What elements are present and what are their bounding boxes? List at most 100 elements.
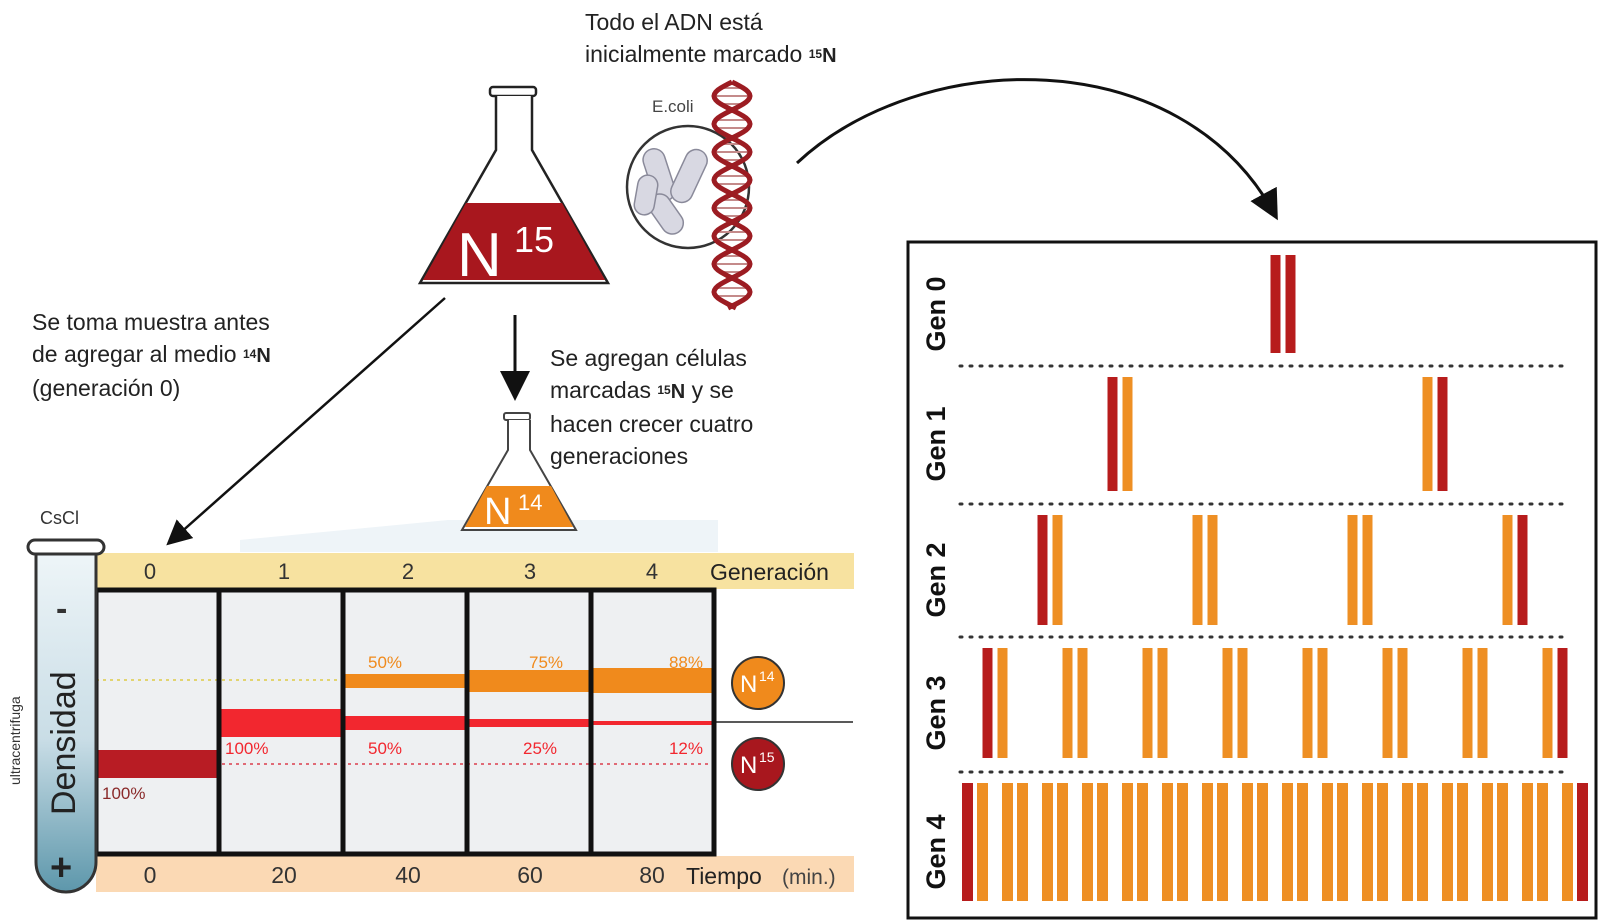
dna-strand-left bbox=[1107, 377, 1118, 491]
dna-strand-right bbox=[1017, 783, 1028, 901]
dna-strand-left bbox=[1192, 515, 1203, 625]
time-value: 40 bbox=[395, 862, 421, 888]
generation-row-label: Gen 2 bbox=[921, 542, 951, 617]
time-value: 60 bbox=[517, 862, 543, 888]
svg-text:N: N bbox=[740, 671, 757, 698]
generation-label: Generación bbox=[710, 559, 829, 585]
dna-strand-left bbox=[1462, 648, 1473, 758]
dna-helix-icon bbox=[711, 79, 753, 311]
percent-label: 25% bbox=[523, 739, 557, 758]
dna-strand-left bbox=[1037, 515, 1048, 625]
percent-label: 88% bbox=[669, 653, 703, 672]
generation-row-label: Gen 1 bbox=[921, 406, 951, 481]
left-caption: Se toma muestra antes de agregar al medi… bbox=[32, 306, 271, 404]
density-plus: + bbox=[50, 847, 72, 889]
percent-label: 75% bbox=[529, 653, 563, 672]
dna-strand-left bbox=[1142, 648, 1153, 758]
left-caption-line3: (generación 0) bbox=[32, 375, 181, 401]
dna-strand-right bbox=[1577, 783, 1588, 901]
dna-strand-right bbox=[1537, 783, 1548, 901]
flask-n14: N 14 bbox=[460, 412, 578, 533]
middle-caption-line2: marcadas 15N y se bbox=[550, 377, 734, 403]
dna-strand-right bbox=[1177, 783, 1188, 901]
ultracentrifuge-label: ultracentrifuga bbox=[7, 696, 23, 785]
dna-strand-right bbox=[1397, 648, 1408, 758]
dna-strand-left bbox=[1422, 377, 1433, 491]
dna-strand-left bbox=[1222, 648, 1233, 758]
flask-n15-sup: 15 bbox=[514, 219, 554, 260]
generation-value: 2 bbox=[402, 559, 414, 584]
generation-row-label: Gen 3 bbox=[921, 675, 951, 750]
dna-strand-left bbox=[1282, 783, 1293, 901]
dna-strand-left bbox=[1302, 648, 1313, 758]
dna-strand-left bbox=[1042, 783, 1053, 901]
top-caption-line1: Todo el ADN está bbox=[585, 9, 763, 35]
band-hybrid bbox=[344, 716, 467, 730]
generation-value: 0 bbox=[144, 559, 156, 584]
dna-strand-left bbox=[1442, 783, 1453, 901]
dna-strand-left bbox=[1562, 783, 1573, 901]
dna-strand-left bbox=[1482, 783, 1493, 901]
percent-label: 12% bbox=[669, 739, 703, 758]
generation-band bbox=[96, 553, 854, 589]
time-value: 0 bbox=[144, 862, 157, 888]
flask-n15-element: N bbox=[457, 221, 502, 290]
generation-value: 1 bbox=[278, 559, 290, 584]
percent-label: 100% bbox=[225, 739, 268, 758]
dna-strand-right bbox=[1362, 515, 1373, 625]
generation-row-label: Gen 0 bbox=[921, 276, 951, 351]
band-heavy bbox=[96, 750, 219, 778]
dna-strand-right bbox=[1207, 515, 1218, 625]
dna-strand-left bbox=[1202, 783, 1213, 901]
dna-strand-left bbox=[1002, 783, 1013, 901]
dna-strand-right bbox=[1457, 783, 1468, 901]
generation-value: 4 bbox=[646, 559, 658, 584]
svg-text:14: 14 bbox=[759, 668, 775, 684]
arrow-to-tube bbox=[166, 297, 446, 546]
dna-strand-left bbox=[1522, 783, 1533, 901]
dna-strand-left bbox=[1242, 783, 1253, 901]
dna-strand-left bbox=[1062, 648, 1073, 758]
dna-strand-left bbox=[1382, 648, 1393, 758]
dna-strand-left bbox=[1402, 783, 1413, 901]
dna-strand-left bbox=[1322, 783, 1333, 901]
percent-label: 50% bbox=[368, 739, 402, 758]
light-cone bbox=[240, 520, 718, 552]
dna-strand-right bbox=[1557, 648, 1568, 758]
ecoli-label: E.coli bbox=[652, 97, 694, 116]
dna-strand-left bbox=[962, 783, 973, 901]
band-light bbox=[344, 674, 467, 688]
dna-strand-right bbox=[997, 648, 1008, 758]
dna-strand-right bbox=[1517, 515, 1528, 625]
dna-strand bbox=[711, 79, 753, 311]
dna-strand-right bbox=[1137, 783, 1148, 901]
dna-strand-right bbox=[1337, 783, 1348, 901]
tube-top-label: CsCl bbox=[40, 508, 79, 528]
dna-strand-right bbox=[1052, 515, 1063, 625]
dna-strand-left bbox=[1502, 515, 1513, 625]
density-minus: - bbox=[56, 590, 67, 628]
dna-strand-right bbox=[1157, 648, 1168, 758]
dna-strand-right bbox=[1057, 783, 1068, 901]
dna-strand-left bbox=[1162, 783, 1173, 901]
dna-strand-right bbox=[1097, 783, 1108, 901]
band-light bbox=[592, 668, 714, 693]
band-hybrid bbox=[468, 719, 591, 727]
density-axis-label: Densidad bbox=[45, 671, 83, 815]
left-caption-line2: de agregar al medio 14N bbox=[32, 341, 271, 367]
dna-strand-right bbox=[1285, 255, 1296, 353]
arrow-to-panel bbox=[795, 78, 1278, 221]
csci-tube: CsCl - + Densidad ultracentrifuga bbox=[7, 508, 106, 894]
dna-strand-right bbox=[1217, 783, 1228, 901]
dna-strand-left bbox=[982, 648, 993, 758]
dna-strand-right bbox=[1497, 783, 1508, 901]
flask-n14-sup: 14 bbox=[518, 490, 542, 515]
middle-caption: Se agregan células marcadas 15N y se hac… bbox=[550, 342, 753, 472]
svg-text:N: N bbox=[740, 752, 757, 779]
dna-strand-right bbox=[1297, 783, 1308, 901]
middle-caption-line3: hacen crecer cuatro bbox=[550, 411, 754, 437]
legend-n14: N 14 bbox=[731, 656, 785, 710]
dna-strand-right bbox=[1317, 648, 1328, 758]
dna-strand-right bbox=[1417, 783, 1428, 901]
generation-row-label: Gen 4 bbox=[921, 814, 951, 889]
